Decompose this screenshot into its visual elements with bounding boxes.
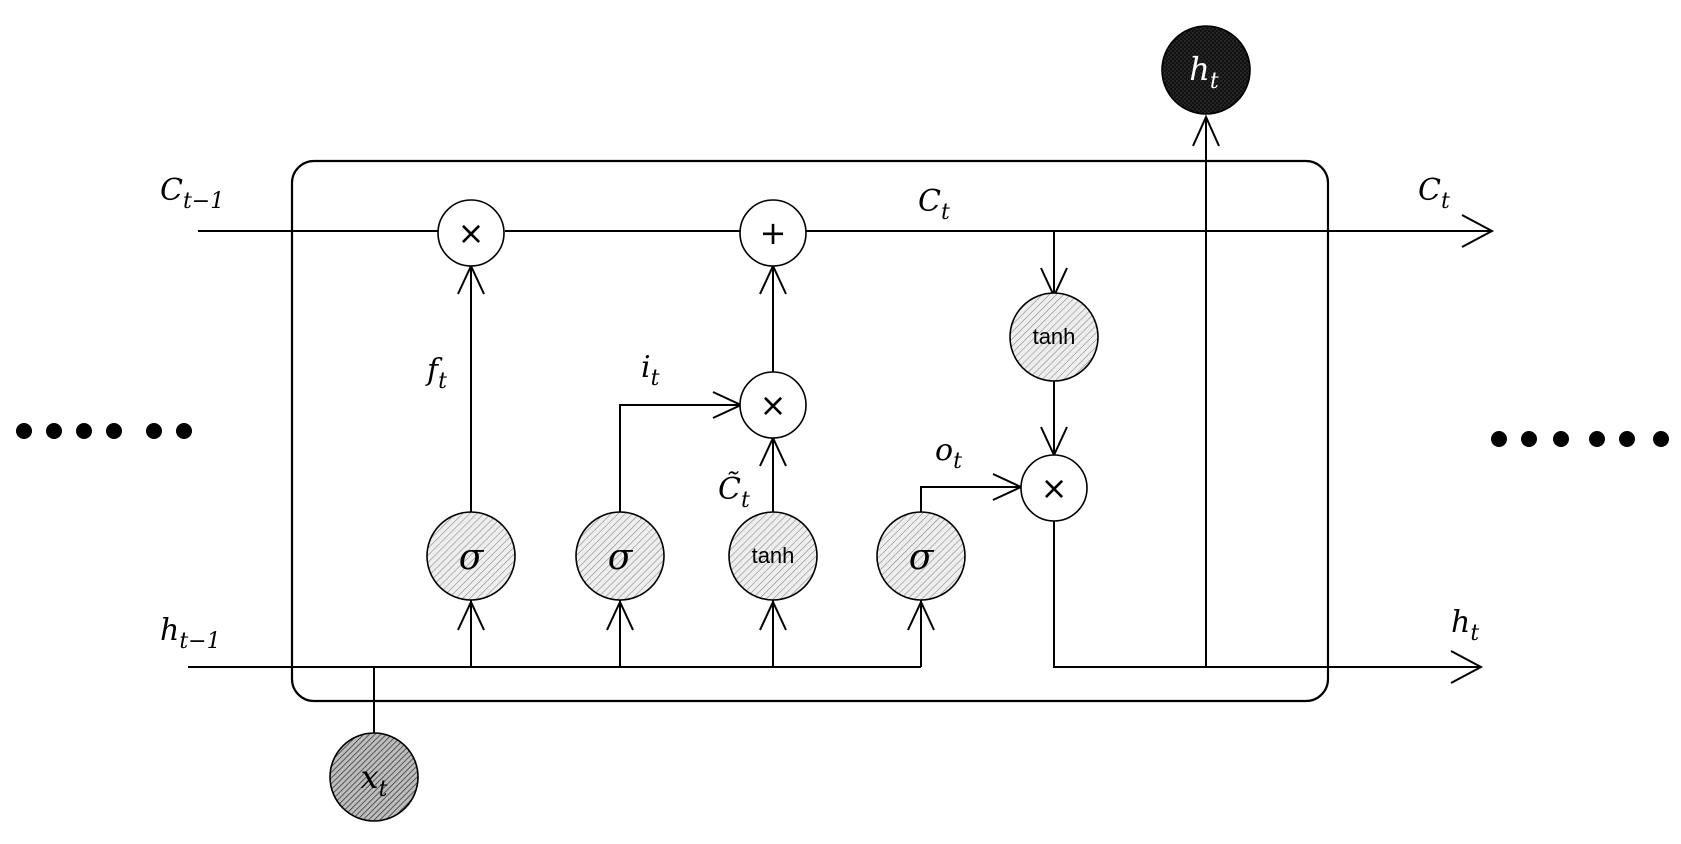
sigma-glyph: σ (608, 537, 634, 578)
output-h-node: ht (1161, 25, 1251, 115)
hidden-output-arrowhead (1450, 650, 1484, 684)
sigma-glyph: σ (909, 537, 935, 578)
add-glyph: + (760, 214, 787, 252)
h-prev-label: ht−1 (160, 613, 221, 654)
output-gate-sigma-node: σ (876, 511, 966, 601)
candidate-input-arrowhead (759, 599, 787, 631)
input-gate-input-arrowhead (606, 599, 634, 631)
c-mid-label: Ct (918, 184, 950, 225)
input-gate-sigma-node: σ (575, 511, 665, 601)
c-out-label: Ct (1418, 173, 1450, 214)
forget-gate-input-arrowhead (457, 599, 485, 631)
output-h-label: ht (1189, 50, 1219, 94)
tanh-glyph: tanh (1033, 324, 1076, 349)
input-multiply-node: × (739, 371, 807, 439)
output-gate-input-arrowhead (907, 599, 935, 631)
right-ellipsis (1491, 431, 1669, 447)
left-ellipsis (16, 423, 192, 439)
output-multiply-node: × (1020, 454, 1088, 522)
input-gate-output-line (619, 404, 741, 512)
candidate-tanh-node: tanh (728, 511, 818, 601)
c-prev-label: Ct−1 (160, 173, 224, 214)
sigma-glyph: σ (459, 537, 485, 578)
hidden-up-arrowhead (1192, 114, 1220, 147)
multiply-glyph: × (458, 214, 485, 252)
cell-frame (290, 159, 1330, 703)
hidden-output-line (1053, 521, 1481, 668)
multiply-glyph: × (760, 386, 787, 424)
forget-multiply-node: × (437, 199, 505, 267)
cell-tanh-node: tanh (1009, 292, 1099, 382)
forget-gate-sigma-node: σ (426, 511, 516, 601)
tanh-glyph: tanh (752, 543, 795, 568)
cell-state-output-arrowhead (1461, 214, 1495, 248)
output-gate-output-line (920, 486, 1021, 512)
multiply-glyph: × (1041, 469, 1068, 507)
input-x-node: xt (329, 732, 419, 822)
h-out-label: ht (1451, 605, 1479, 646)
output-gate-label: ot (935, 433, 962, 474)
input-x-label: xt (361, 758, 388, 802)
input-gate-label: it (641, 350, 660, 391)
forget-gate-label: ft (425, 353, 447, 394)
candidate-label: C̃t (718, 472, 750, 513)
add-node: + (739, 199, 807, 267)
